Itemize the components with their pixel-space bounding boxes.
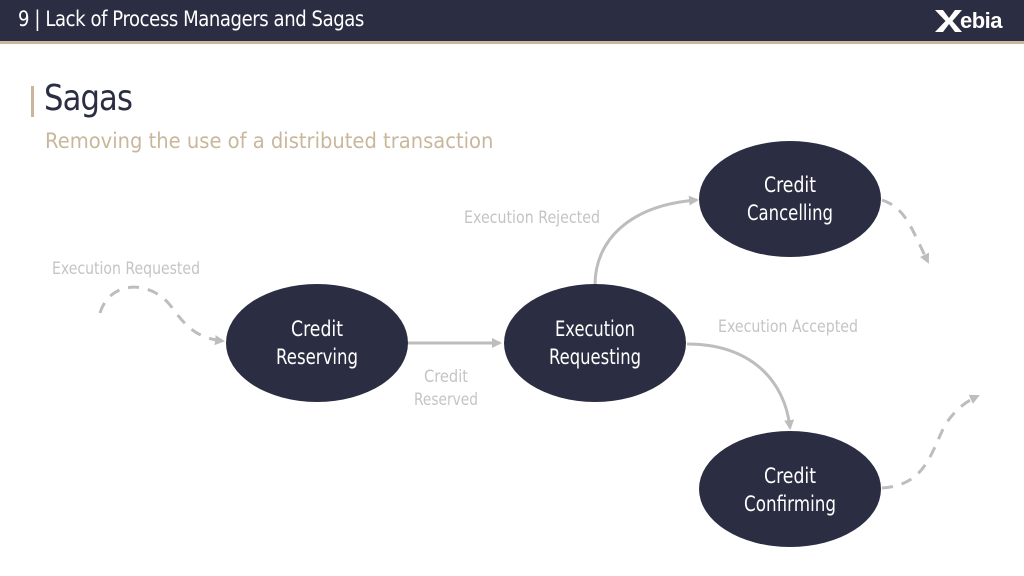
section-title: Sagas [44, 78, 133, 119]
node-label-line1: Credit [764, 173, 816, 197]
edge-label-credit-reserved-line2: Reserved [414, 390, 478, 410]
node-credit-confirming: Credit Confirming [699, 431, 881, 547]
edge-label-credit-reserved-line1: Credit [424, 367, 468, 387]
node-label-line2: Cancelling [747, 201, 833, 225]
xebia-logo: ebia [933, 8, 1003, 34]
slide-title: 9 | Lack of Process Managers and Sagas [18, 7, 364, 31]
edge-cancelling-out [881, 198, 930, 264]
edge-execution-accepted [686, 342, 795, 430]
node-label-line1: Credit [764, 464, 816, 488]
section-subtitle: Removing the use of a distributed transa… [45, 129, 494, 153]
node-credit-reserving: Credit Reserving [226, 284, 408, 402]
edge-label-execution-requested: Execution Requested [52, 259, 200, 279]
node-execution-requesting: Execution Requesting [504, 284, 686, 402]
edge-confirming-out [881, 394, 980, 490]
edge-execution-requested [98, 285, 225, 346]
edge-label-execution-rejected: Execution Rejected [464, 208, 600, 228]
node-label-line1: Credit [291, 317, 343, 341]
node-label-line2: Confirming [744, 492, 836, 516]
node-label-line1: Execution [555, 317, 635, 341]
edge-execution-rejected [593, 195, 699, 286]
node-label-line2: Requesting [549, 345, 641, 369]
edge-label-execution-accepted: Execution Accepted [718, 317, 858, 337]
node-label-line2: Reserving [276, 345, 358, 369]
node-credit-cancelling: Credit Cancelling [699, 141, 881, 257]
header-bar: 9 | Lack of Process Managers and Sagas e… [0, 0, 1024, 44]
logo-text: ebia [959, 8, 1003, 33]
section-accent-bar [31, 86, 34, 117]
xebia-x-icon [934, 10, 962, 32]
